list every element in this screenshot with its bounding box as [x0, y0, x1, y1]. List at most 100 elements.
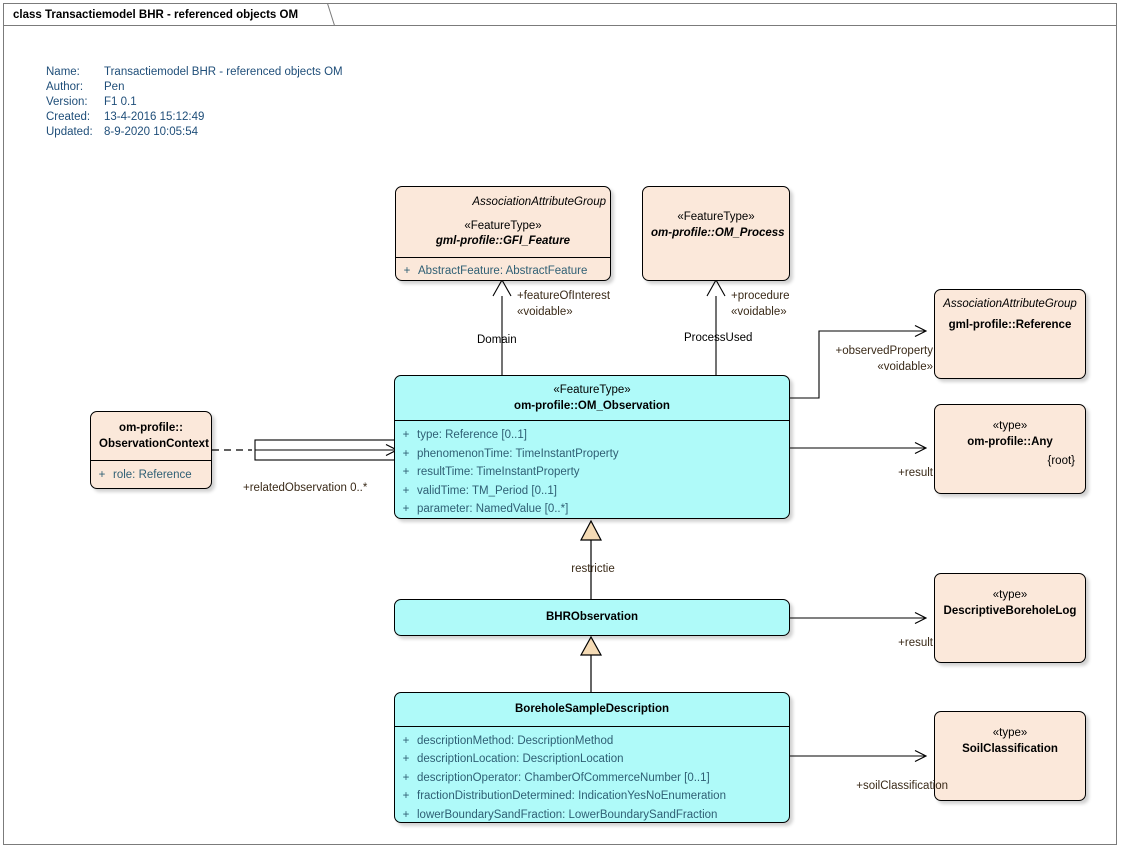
class-soil-classification-stereotype: «type» — [992, 727, 1028, 739]
attribute-row: + descriptionMethod: DescriptionMethod — [395, 732, 789, 751]
class-borehole-sample-description-name: BoreholeSampleDescription — [514, 703, 669, 715]
attribute-row: + role: Reference — [91, 466, 211, 485]
diagram-title: class Transactiemodel BHR - referenced o… — [13, 8, 299, 21]
attribute-visibility: + — [402, 808, 410, 821]
attribute-visibility: + — [402, 447, 410, 460]
class-om-any-name: om-profile::Any — [967, 435, 1053, 448]
diagram-title-tab[interactable]: class Transactiemodel BHR - referenced o… — [3, 3, 307, 25]
metadata-row-name: Name: Transactiemodel BHR - referenced o… — [46, 65, 343, 80]
attribute-signature: descriptionLocation: DescriptionLocation — [417, 753, 624, 765]
metadata-value-author: Pen — [104, 81, 125, 93]
attribute-visibility: + — [402, 484, 410, 497]
class-soil-classification[interactable]: «type» SoilClassification — [934, 711, 1086, 801]
attribute-signature: role: Reference — [113, 469, 192, 481]
attribute-row: + fractionDistributionDetermined: Indica… — [395, 787, 789, 806]
class-borehole-sample-description-separator — [395, 725, 789, 727]
attribute-visibility: + — [402, 429, 410, 441]
diagram-metadata: Name: Transactiemodel BHR - referenced o… — [46, 65, 343, 140]
label-result-any: +result — [898, 467, 933, 479]
attribute-signature: parameter: NamedValue [0..*] — [417, 503, 569, 515]
class-gml-reference-group: AssociationAttributeGroup — [943, 298, 1077, 310]
class-borehole-sample-description-header: BoreholeSampleDescription — [395, 693, 789, 726]
attribute-signature: descriptionOperator: ChamberOfCommerceNu… — [417, 771, 710, 784]
class-descriptive-borehole-log-name: DescriptiveBoreholeLog — [943, 604, 1077, 617]
class-om-process[interactable]: «FeatureType» om-profile::OM_Process — [642, 186, 790, 281]
metadata-value-name: Transactiemodel BHR - referenced objects… — [104, 66, 343, 78]
tab-slant-decoration — [307, 3, 335, 26]
attribute-row: + resultTime: TimeInstantProperty — [395, 463, 789, 482]
attribute-row: + validTime: TM_Period [0..1] — [395, 482, 789, 501]
class-gfi-feature-stereotype: «FeatureType» — [464, 219, 542, 232]
class-om-observation-header: «FeatureType» om-profile::OM_Observation — [395, 376, 789, 420]
attribute-signature: validTime: TM_Period [0..1] — [417, 484, 557, 497]
class-observation-context-header: om-profile:: ObservationContext — [91, 412, 211, 460]
attribute-visibility: + — [403, 264, 411, 277]
diagram-frame — [3, 3, 1117, 845]
metadata-label-author: Author: — [46, 81, 84, 93]
attribute-row: + descriptionLocation: DescriptionLocati… — [395, 750, 789, 769]
class-om-observation[interactable]: «FeatureType» om-profile::OM_Observation… — [394, 375, 790, 519]
attribute-visibility: + — [402, 790, 410, 802]
label-soil-classification: +soilClassification — [856, 780, 948, 792]
class-gfi-feature-separator — [396, 256, 610, 258]
class-gfi-feature-group: AssociationAttributeGroup — [472, 196, 606, 208]
class-gml-reference-name: gml-profile::Reference — [948, 318, 1072, 331]
label-domain: Domain — [477, 334, 517, 346]
attribute-row: + type: Reference [0..1] — [395, 426, 789, 445]
class-descriptive-borehole-log-header: «type» DescriptiveBoreholeLog — [935, 574, 1085, 626]
attribute-visibility: + — [402, 771, 410, 784]
attribute-signature: phenomenonTime: TimeInstantProperty — [417, 447, 619, 460]
metadata-label-version: Version: — [46, 96, 88, 108]
class-om-process-header: «FeatureType» om-profile::OM_Process — [643, 187, 789, 248]
attribute-signature: resultTime: TimeInstantProperty — [417, 466, 580, 478]
label-procedure-stereotype: «voidable» — [731, 306, 787, 318]
metadata-row-created: Created: 13-4-2016 15:12:49 — [46, 110, 343, 125]
class-soil-classification-name: SoilClassification — [962, 742, 1058, 755]
class-om-process-name: om-profile::OM_Process — [651, 226, 785, 239]
label-restrictie: restrictie — [571, 563, 615, 575]
class-descriptive-borehole-log-stereotype: «type» — [992, 589, 1028, 601]
class-borehole-sample-description-attributes: + descriptionMethod: DescriptionMethod +… — [395, 727, 789, 831]
attribute-signature: AbstractFeature: AbstractFeature — [418, 264, 588, 277]
class-om-observation-name: om-profile::OM_Observation — [514, 399, 670, 412]
metadata-label-updated: Updated: — [46, 126, 93, 138]
metadata-row-updated: Updated: 8-9-2020 10:05:54 — [46, 125, 343, 140]
label-process-used: ProcessUsed — [684, 332, 753, 344]
label-procedure-role: +procedure — [731, 290, 790, 302]
class-borehole-sample-description[interactable]: BoreholeSampleDescription + descriptionM… — [394, 692, 790, 823]
attribute-row: + parameter: NamedValue [0..*] — [395, 500, 789, 519]
class-gml-reference[interactable]: AssociationAttributeGroup gml-profile::R… — [934, 289, 1086, 379]
label-feature-of-interest-stereotype: «voidable» — [517, 306, 573, 318]
class-om-observation-attributes: + type: Reference [0..1] + phenomenonTim… — [395, 421, 789, 525]
attribute-visibility: + — [402, 503, 410, 515]
metadata-value-version: F1 0.1 — [104, 96, 137, 108]
label-result-borehole-log: +result — [898, 637, 933, 649]
class-gfi-feature[interactable]: AssociationAttributeGroup «FeatureType» … — [395, 186, 611, 281]
attribute-visibility: + — [402, 753, 410, 765]
class-om-any[interactable]: «type» om-profile::Any {root} — [934, 404, 1086, 494]
metadata-value-updated: 8-9-2020 10:05:54 — [104, 126, 198, 138]
class-observation-context-name-line1: om-profile:: — [119, 422, 183, 434]
class-descriptive-borehole-log[interactable]: «type» DescriptiveBoreholeLog — [934, 573, 1086, 663]
label-observed-property-role: +observedProperty — [835, 345, 934, 357]
class-om-any-stereotype: «type» — [992, 420, 1028, 432]
attribute-signature: type: Reference [0..1] — [417, 429, 527, 441]
attribute-signature: descriptionMethod: DescriptionMethod — [417, 734, 614, 747]
label-observed-property-stereotype: «voidable» — [877, 361, 933, 373]
class-om-process-stereotype: «FeatureType» — [677, 211, 755, 223]
metadata-label-created: Created: — [46, 111, 91, 123]
class-gfi-feature-header: AssociationAttributeGroup «FeatureType» … — [396, 187, 610, 257]
attribute-row: + AbstractFeature: AbstractFeature — [396, 262, 610, 281]
class-om-observation-separator — [395, 420, 789, 421]
metadata-label-name: Name: — [46, 66, 80, 78]
class-gml-reference-header: AssociationAttributeGroup gml-profile::R… — [935, 290, 1085, 340]
attribute-visibility: + — [402, 466, 410, 478]
metadata-row-version: Version: F1 0.1 — [46, 95, 343, 110]
class-observation-context-attributes: + role: Reference — [91, 461, 211, 490]
class-om-any-header: «type» om-profile::Any {root} — [935, 405, 1085, 477]
attribute-visibility: + — [98, 469, 106, 481]
label-related-observation: +relatedObservation 0..* — [243, 482, 368, 494]
class-observation-context[interactable]: om-profile:: ObservationContext + role: … — [90, 411, 212, 489]
class-bhr-observation[interactable]: BHRObservation — [394, 599, 790, 636]
